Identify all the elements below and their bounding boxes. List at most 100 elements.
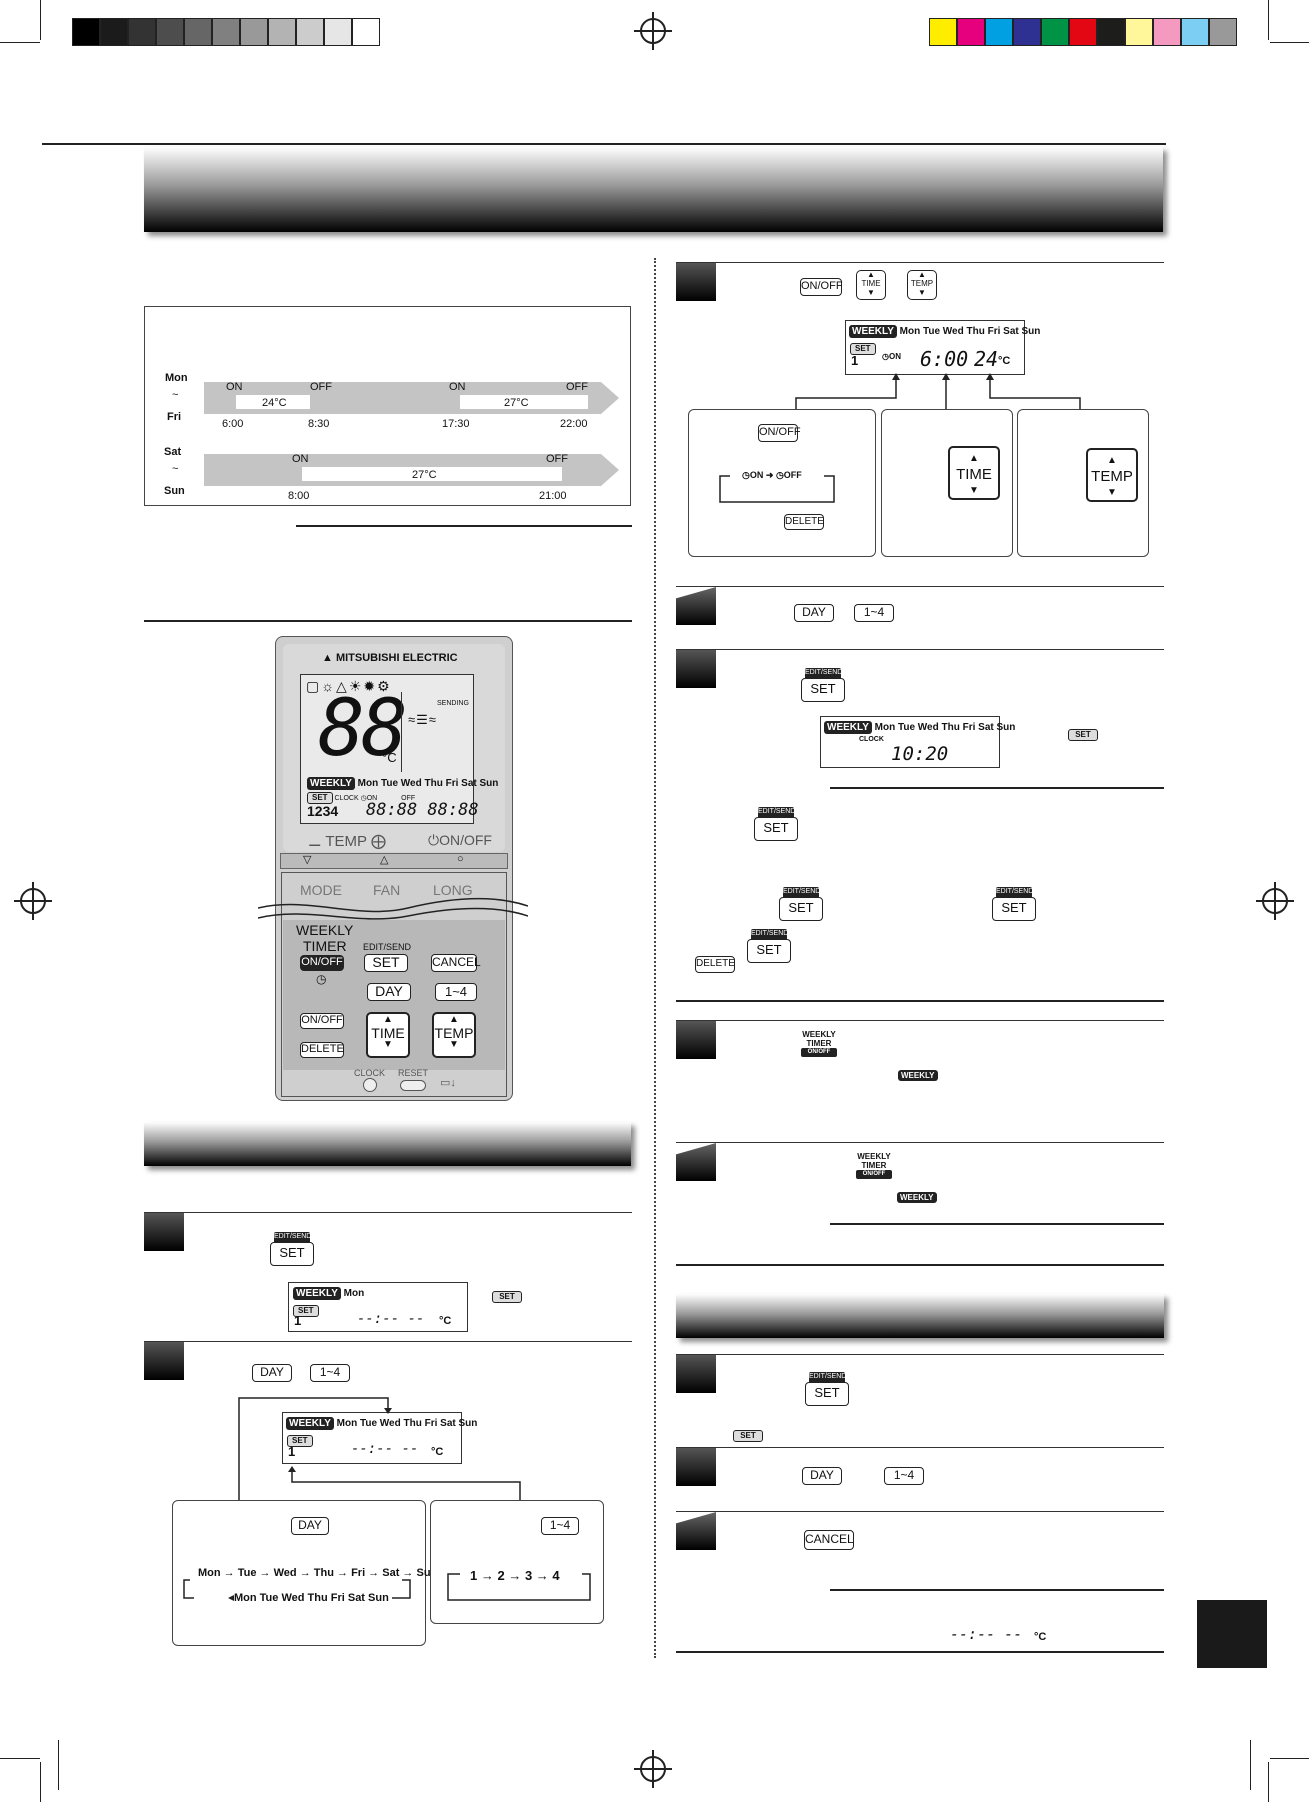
- remote-cancel-button[interactable]: CANCEL: [431, 954, 481, 972]
- remote-time-display: 88:88 88:88: [366, 800, 479, 820]
- section-rule-1: [144, 620, 632, 622]
- step10-cancel-button[interactable]: CANCEL: [804, 1530, 854, 1550]
- range-panel-button[interactable]: 1~4: [541, 1517, 579, 1535]
- step3-lcd: WEEKLY Mon Tue Wed Thu Fri Sat Sun SET 1…: [845, 320, 1040, 375]
- step5-lcd-time: 10:20: [891, 743, 949, 765]
- step6-w1: WEEKLY: [802, 1030, 836, 1039]
- note-rule-1: [296, 525, 632, 527]
- row2-seg1-time-off: 21:00: [539, 490, 567, 502]
- up-arrow-icon: ▲: [918, 270, 926, 279]
- step3-time-button[interactable]: ▲TIME▼: [856, 270, 886, 300]
- step9-range-button[interactable]: 1~4: [884, 1467, 924, 1485]
- plus-icon[interactable]: ⨁: [370, 833, 386, 850]
- step2-day-button[interactable]: DAY: [252, 1364, 292, 1382]
- minus-icon[interactable]: ⚊: [308, 833, 322, 850]
- remote-set-button[interactable]: SET: [364, 954, 408, 972]
- remote-edit-send: EDIT/SEND: [363, 942, 412, 952]
- day-panel-button[interactable]: DAY: [291, 1517, 329, 1535]
- remote-on-small: ON: [366, 795, 378, 802]
- remote-off-small: OFF: [401, 795, 416, 802]
- remote-reset-button[interactable]: [400, 1080, 426, 1091]
- panel-temp-button[interactable]: ▲TEMP▼: [1086, 448, 1138, 502]
- remote-temp-row: ⚊ TEMP ⨁: [308, 832, 386, 850]
- down-arrow-icon: ▼: [867, 288, 875, 297]
- row1-seg2-temp: 27°C: [504, 397, 529, 409]
- step3-lcd-temp: 24: [974, 347, 999, 371]
- step7-w1: WEEKLY: [857, 1152, 891, 1161]
- remote-clock-icon: ◷: [360, 795, 367, 802]
- cutaway-wave: [258, 898, 528, 920]
- step8-set-label: SET: [805, 1382, 849, 1406]
- row1-tilde: ~: [172, 389, 179, 401]
- step5-lcd-days: Mon Tue Wed Thu Fri Sat Sun: [874, 722, 1016, 733]
- step3-temp-button[interactable]: ▲TEMP▼: [907, 270, 937, 300]
- up-arrow-icon: ▲: [449, 1014, 459, 1025]
- remote-temp-button[interactable]: ▲TEMP▼: [432, 1012, 476, 1058]
- remote-range-button[interactable]: 1~4: [435, 983, 477, 1001]
- range-cycle-item: 4: [552, 1568, 560, 1583]
- remote-timer-onoff-button[interactable]: ON/OFF: [300, 1013, 344, 1029]
- panel-time-label: TIME: [956, 466, 992, 483]
- down-arrow-icon: ▼: [918, 288, 926, 297]
- remote-digits: 1234: [307, 803, 339, 819]
- cycle-arrow-icon: →: [399, 1567, 417, 1579]
- panel-onoff-button[interactable]: ON/OFF: [758, 424, 801, 442]
- step3-lcd-time: 6:00: [920, 347, 969, 371]
- step5-marker: [676, 650, 716, 688]
- remote-delete-button[interactable]: DELETE: [300, 1042, 344, 1058]
- step1-lcd-day: Mon: [343, 1288, 365, 1299]
- remote-clock-button[interactable]: [363, 1078, 377, 1092]
- remote-day-button[interactable]: DAY: [367, 983, 411, 1001]
- down-triangle-icon[interactable]: ▽: [303, 854, 312, 866]
- timer-on-icon: ◷: [882, 352, 889, 361]
- note-delete-button[interactable]: DELETE: [695, 956, 735, 973]
- panel-time-button[interactable]: ▲TIME▼: [948, 446, 1000, 500]
- note-edit-send-c: EDIT/SEND: [996, 887, 1034, 897]
- registration-mark-top: [634, 12, 672, 50]
- step6-marker: [676, 1021, 716, 1059]
- circle-icon[interactable]: ○: [457, 853, 464, 865]
- step7-weekly-timer-button[interactable]: WEEKLY TIMER ON/OFF: [856, 1152, 892, 1179]
- step3-onoff-button[interactable]: ON/OFF: [800, 278, 843, 296]
- up-triangle-icon[interactable]: △: [380, 854, 389, 866]
- remote-mode[interactable]: MODE: [300, 882, 342, 898]
- cycle-arrow-icon: →: [333, 1567, 352, 1579]
- section-rule-2: [676, 1000, 1164, 1002]
- cycle-arrow-icon: →: [365, 1567, 383, 1579]
- remote-weekly-onoff-button[interactable]: ON/OFF: [300, 955, 344, 971]
- step2-lcd-days: Mon Tue Wed Thu Fri Sat Sun: [336, 1418, 478, 1429]
- remote-time-button[interactable]: ▲TIME▼: [366, 1012, 410, 1058]
- row2-seg1-off: OFF: [546, 453, 568, 465]
- up-arrow-icon: ▲: [1107, 455, 1117, 466]
- step1-lcd-weekly: WEEKLY: [293, 1287, 341, 1300]
- panel-delete-button[interactable]: DELETE: [784, 514, 824, 530]
- remote-onoff[interactable]: ⏻ON/OFF: [428, 832, 492, 849]
- step3-lcd-num: 1: [851, 353, 859, 368]
- step2-range-button[interactable]: 1~4: [310, 1364, 350, 1382]
- day-cycle-item: Mon: [198, 1567, 221, 1579]
- panel-off-label: OFF: [783, 470, 802, 480]
- step4-rule: [676, 586, 1164, 587]
- step1-lcd-blank: --:-- --: [357, 1311, 425, 1327]
- note-edit-send-b: EDIT/SEND: [783, 887, 821, 897]
- remote-fan[interactable]: FAN: [373, 882, 401, 898]
- section-rule-3: [676, 1264, 1164, 1266]
- remote-unit: °C: [382, 750, 397, 765]
- step3-lcd-set: SET: [850, 343, 876, 355]
- step4-range-button[interactable]: 1~4: [854, 604, 894, 622]
- step9-day-button[interactable]: DAY: [802, 1467, 842, 1485]
- remote-long[interactable]: LONG: [433, 882, 473, 898]
- day-cycle-loop: [183, 1579, 411, 1601]
- step8-side-set: SET: [733, 1430, 763, 1442]
- step4-marker: [676, 587, 716, 625]
- down-arrow-icon: ▼: [383, 1039, 393, 1050]
- step6-weekly-timer-button[interactable]: WEEKLY TIMER ON/OFF: [801, 1030, 837, 1057]
- step4-day-button[interactable]: DAY: [794, 604, 834, 622]
